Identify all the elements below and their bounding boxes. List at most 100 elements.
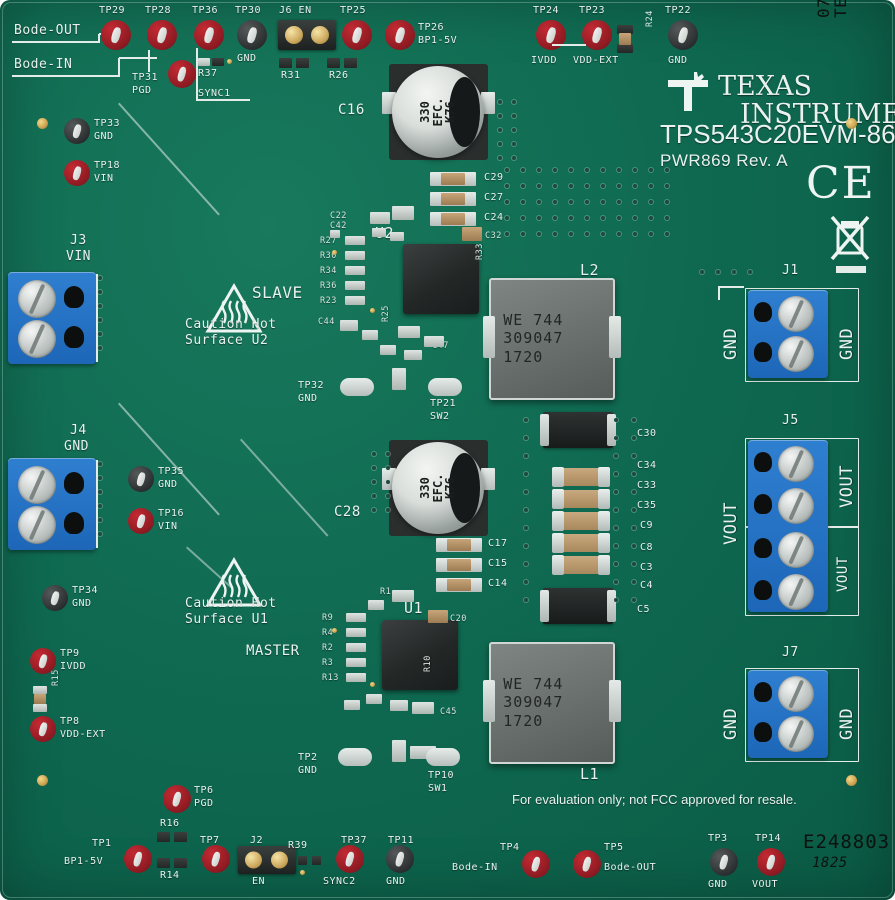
smd-c20 — [428, 610, 448, 623]
designator-R16: R16 — [160, 818, 180, 829]
testpoint-TP37[interactable] — [336, 845, 364, 873]
j1-screw-2[interactable] — [778, 336, 814, 372]
testpoint-TP36[interactable] — [194, 20, 224, 50]
designator-C30: C30 — [637, 428, 657, 439]
j4-wire-slot-1[interactable] — [64, 472, 84, 494]
testpoint-TP6[interactable] — [163, 785, 191, 813]
resistor-r4-part — [346, 628, 366, 637]
via-r37 — [227, 59, 232, 64]
testpoint-pad-TP2[interactable] — [338, 748, 372, 766]
cap-C8 — [552, 555, 610, 575]
terminal-block-J4[interactable] — [8, 458, 96, 550]
tp-label-TP10: TP10 — [428, 770, 455, 781]
testpoint-TP35[interactable] — [128, 466, 154, 492]
smd-u2-t1 — [372, 228, 386, 237]
designator-R15: R15 — [51, 669, 61, 686]
connector-label-J7: J7 — [782, 645, 799, 660]
j3-screw-2[interactable] — [18, 320, 56, 358]
testpoint-TP3[interactable] — [710, 848, 738, 876]
j3-wire-slot-1[interactable] — [64, 286, 84, 308]
testpoint-TP23[interactable] — [582, 20, 612, 50]
terminal-block-J3[interactable] — [8, 272, 96, 364]
j3-outline — [96, 274, 98, 362]
tp-net-TP2: GND — [298, 765, 318, 776]
testpoint-TP26[interactable] — [385, 20, 415, 50]
designator-R13: R13 — [322, 673, 339, 683]
j5-screw-1[interactable] — [778, 446, 814, 482]
testpoint-TP1[interactable] — [124, 845, 152, 873]
j4-screw-2[interactable] — [18, 506, 56, 544]
jumper-J2-EN[interactable] — [238, 846, 296, 874]
j5-wire-slot-2[interactable] — [754, 494, 772, 514]
j5-screw-2[interactable] — [778, 488, 814, 524]
testpoint-TP5[interactable] — [573, 850, 601, 878]
resistor-R15-pad2 — [33, 704, 47, 712]
smd-u1-b3 — [344, 700, 360, 710]
testpoint-TP14[interactable] — [757, 848, 785, 876]
resistor-r23-part — [345, 296, 365, 305]
j3-screw-1[interactable] — [18, 280, 56, 318]
testpoint-TP31[interactable] — [168, 60, 196, 88]
testpoint-TP28[interactable] — [147, 20, 177, 50]
j2-pin-2[interactable] — [271, 851, 288, 869]
designator-C5: C5 — [637, 604, 651, 615]
testpoint-TP11[interactable] — [386, 845, 414, 873]
testpoint-TP34[interactable] — [42, 585, 68, 611]
j5-screw-3[interactable] — [778, 532, 814, 568]
resistor-R16-a — [157, 832, 170, 842]
via-u2-b — [332, 250, 337, 255]
jumper-label-J2: J2 — [250, 835, 264, 846]
connector-net-J7-left: GND — [721, 707, 741, 740]
j1-wire-slot-2[interactable] — [754, 342, 772, 362]
testpoint-pad-TP21[interactable] — [428, 378, 462, 396]
testpoint-TP30[interactable] — [237, 20, 267, 50]
j5-wire-slot-1[interactable] — [754, 452, 772, 472]
j7-screw-1[interactable] — [778, 676, 814, 712]
j1-bracket-v — [718, 286, 720, 300]
testpoint-TP22[interactable] — [668, 20, 698, 50]
testpoint-TP29[interactable] — [101, 20, 131, 50]
j7-screw-2[interactable] — [778, 716, 814, 752]
testpoint-TP7[interactable] — [202, 845, 230, 873]
j4-screw-1[interactable] — [18, 466, 56, 504]
testpoint-TP24[interactable] — [536, 20, 566, 50]
inductor-label-L1: L1 — [580, 765, 600, 783]
testpoint-TP8[interactable] — [30, 716, 56, 742]
j5-screw-4[interactable] — [778, 574, 814, 610]
j7-wire-slot-1[interactable] — [754, 682, 772, 702]
j1-silk-box — [745, 288, 859, 382]
testpoint-TP18[interactable] — [64, 160, 90, 186]
terminal-block-J5[interactable] — [748, 440, 828, 612]
j5-wire-slot-3[interactable] — [754, 538, 772, 558]
resistor-R14-b — [174, 858, 187, 868]
testpoint-TP9[interactable] — [30, 648, 56, 674]
testpoint-pad-TP32[interactable] — [340, 378, 374, 396]
designator-R9: R9 — [322, 613, 334, 623]
resistor-r3-part — [346, 658, 366, 667]
weee-bin-icon — [828, 215, 872, 261]
tp-net-TP34: GND — [72, 598, 92, 609]
j7-wire-slot-2[interactable] — [754, 722, 772, 742]
testpoint-TP4[interactable] — [522, 850, 550, 878]
tp-net-TP24: IVDD — [531, 55, 558, 66]
j3-wire-slot-2[interactable] — [64, 326, 84, 348]
testpoint-TP25[interactable] — [342, 20, 372, 50]
testpoint-TP33[interactable] — [64, 118, 90, 144]
j1-wire-slot-1[interactable] — [754, 302, 772, 322]
tp-net-TP26: BP1-5V — [418, 35, 458, 46]
jumper-pin-1[interactable] — [285, 26, 303, 44]
j4-wire-slot-2[interactable] — [64, 512, 84, 534]
tp-net-TP4: Bode-IN — [452, 862, 498, 873]
tp-label-TP26: TP26 — [418, 22, 445, 33]
jumper-pin-2[interactable] — [311, 26, 329, 44]
terminal-block-J7[interactable] — [748, 670, 828, 758]
j1-screw-1[interactable] — [778, 296, 814, 332]
tp-label-TP11: TP11 — [388, 835, 415, 846]
j2-pin-1[interactable] — [245, 851, 262, 869]
resistor-r30-part — [345, 251, 365, 260]
terminal-block-J1[interactable] — [748, 290, 828, 378]
testpoint-pad-TP10[interactable] — [426, 748, 460, 766]
j5-wire-slot-4[interactable] — [754, 580, 772, 600]
jumper-J6-EN[interactable] — [278, 20, 336, 50]
testpoint-TP16[interactable] — [128, 508, 154, 534]
